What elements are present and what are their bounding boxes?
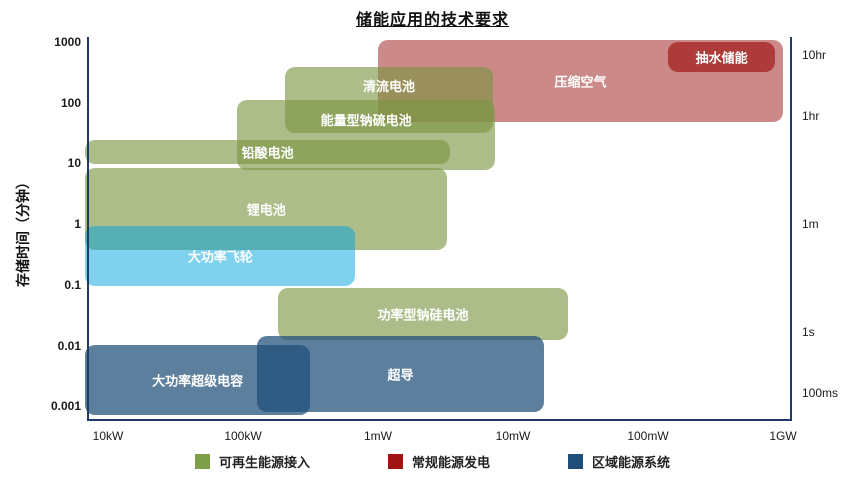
tech-box-label-flywheel: 大功率飞轮	[187, 249, 253, 265]
y-tick-label: 1000	[54, 35, 81, 49]
tech-box-supercapacitor: 大功率超级电容	[85, 344, 310, 416]
tech-box-flywheel: 大功率飞轮	[85, 225, 356, 286]
tech-box-lead-acid-battery: 铅酸电池	[85, 140, 450, 165]
legend-label: 常规能源发电	[411, 455, 490, 470]
y-right-tick-label: 1hr	[802, 109, 820, 124]
legend: 可再生能源接入 常规能源发电 区域能源系统	[0, 452, 865, 471]
x-tick-label: 100mW	[627, 429, 669, 443]
plot-area: 压缩空气 清流电池能量型钠硫电池铅酸电池锂电池 抽水储能大功率飞轮功率型钠硅电池超导…	[85, 37, 792, 421]
tech-box-label-flow-battery: 清流电池	[362, 79, 415, 95]
tech-box-label-pumped-hydro: 抽水储能	[695, 50, 748, 66]
x-tick-label: 10mW	[495, 429, 531, 443]
y-tick-label: 10	[67, 156, 81, 171]
legend-item-0: 可再生能源接入	[194, 452, 310, 471]
x-tick-label: 1mW	[364, 429, 392, 443]
tech-box-pumped-hydro: 抽水储能	[667, 41, 776, 73]
legend-swatch	[387, 454, 403, 469]
y-tick-label: 100	[60, 95, 81, 110]
y-tick-label: 0.01	[57, 338, 81, 353]
y-right-tick-label: 1s	[802, 325, 815, 340]
x-tick-label: 10kW	[92, 429, 124, 443]
legend-label: 区域能源系统	[592, 455, 671, 470]
tech-box-label-superconducting: 超导	[387, 367, 414, 383]
tech-box-label-power-na-battery: 功率型钠硅电池	[377, 307, 469, 323]
tech-box-power-na-battery: 功率型钠硅电池	[278, 287, 568, 340]
legend-item-2: 区域能源系统	[568, 452, 670, 471]
x-tick-label: 100kW	[224, 429, 262, 443]
legend-item-1: 常规能源发电	[387, 452, 490, 471]
y-tick-label: 0.1	[64, 277, 81, 292]
tech-box-label-lithium-battery: 锂电池	[246, 202, 286, 218]
tech-box-label-compressed-air: 压缩空气	[554, 74, 607, 90]
y-tick-label: 1	[74, 217, 81, 232]
legend-swatch	[194, 454, 210, 469]
y-tick-label: 0.001	[50, 399, 81, 414]
y-right-tick-label: 1m	[802, 217, 819, 232]
legend-label: 可再生能源接入	[218, 455, 310, 470]
tech-box-label-lead-acid-battery: 铅酸电池	[241, 145, 294, 161]
x-tick-label: 1GW	[769, 429, 797, 443]
y-right-tick-label: 10hr	[802, 48, 827, 63]
chart-title: 储能应用的技术要求	[355, 12, 509, 29]
y-right-tick-label: 100ms	[802, 385, 839, 400]
tech-box-label-supercapacitor: 大功率超级电容	[152, 373, 244, 389]
tech-box-label-energy-nas-battery: 能量型钠硫电池	[320, 112, 412, 128]
legend-swatch	[568, 454, 583, 469]
